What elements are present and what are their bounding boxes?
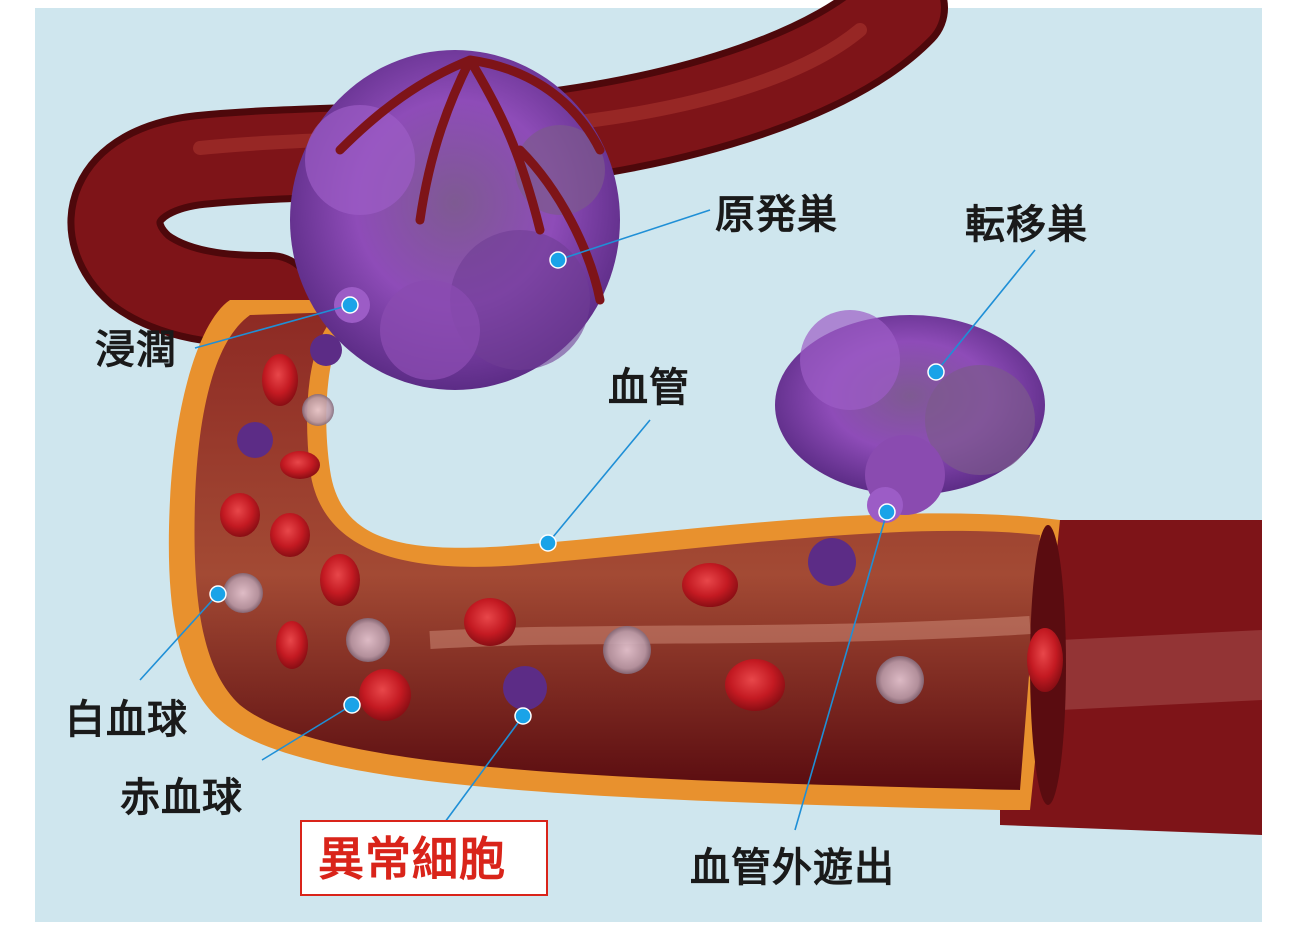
label-extravasation: 血管外遊出: [690, 848, 895, 888]
white-blood-cell: [876, 656, 924, 704]
red-blood-cell: [359, 669, 411, 721]
leader-dot: [550, 252, 566, 268]
red-blood-cell: [682, 563, 738, 607]
label-metastasis: 転移巣: [965, 205, 1088, 245]
leader-dot: [210, 586, 226, 602]
white-blood-cell: [346, 618, 390, 662]
red-blood-cell: [276, 621, 308, 669]
abnormal-cell: [310, 334, 342, 366]
primary-tumor: [290, 50, 620, 390]
abnormal-cell: [503, 666, 547, 710]
abnormal-cell: [808, 538, 856, 586]
red-blood-cell: [464, 598, 516, 646]
leader-dot: [342, 297, 358, 313]
leader-dot: [540, 535, 556, 551]
leader-dot: [928, 364, 944, 380]
label-red-blood-cell: 赤血球: [120, 778, 243, 818]
label-invasion: 浸潤: [95, 330, 177, 370]
abnormal-cell: [237, 422, 273, 458]
red-blood-cell: [220, 493, 260, 537]
label-blood-vessel: 血管: [608, 368, 690, 408]
white-blood-cell: [223, 573, 263, 613]
leader-dot: [515, 708, 531, 724]
label-white-blood-cell: 白血球: [65, 700, 188, 740]
white-blood-cell: [302, 394, 334, 426]
label-primary-tumor: 原発巣: [715, 195, 838, 235]
leader-dot: [879, 504, 895, 520]
red-blood-cell: [280, 451, 320, 479]
red-blood-cell: [1027, 628, 1063, 692]
white-blood-cell: [603, 626, 651, 674]
red-blood-cell: [320, 554, 360, 606]
red-blood-cell: [262, 354, 298, 406]
label-abnormal-cell: 異常細胞: [318, 836, 506, 882]
vessel-outer-shine: [1060, 630, 1262, 710]
leader-dot: [344, 697, 360, 713]
red-blood-cell: [725, 659, 785, 711]
red-blood-cell: [270, 513, 310, 557]
